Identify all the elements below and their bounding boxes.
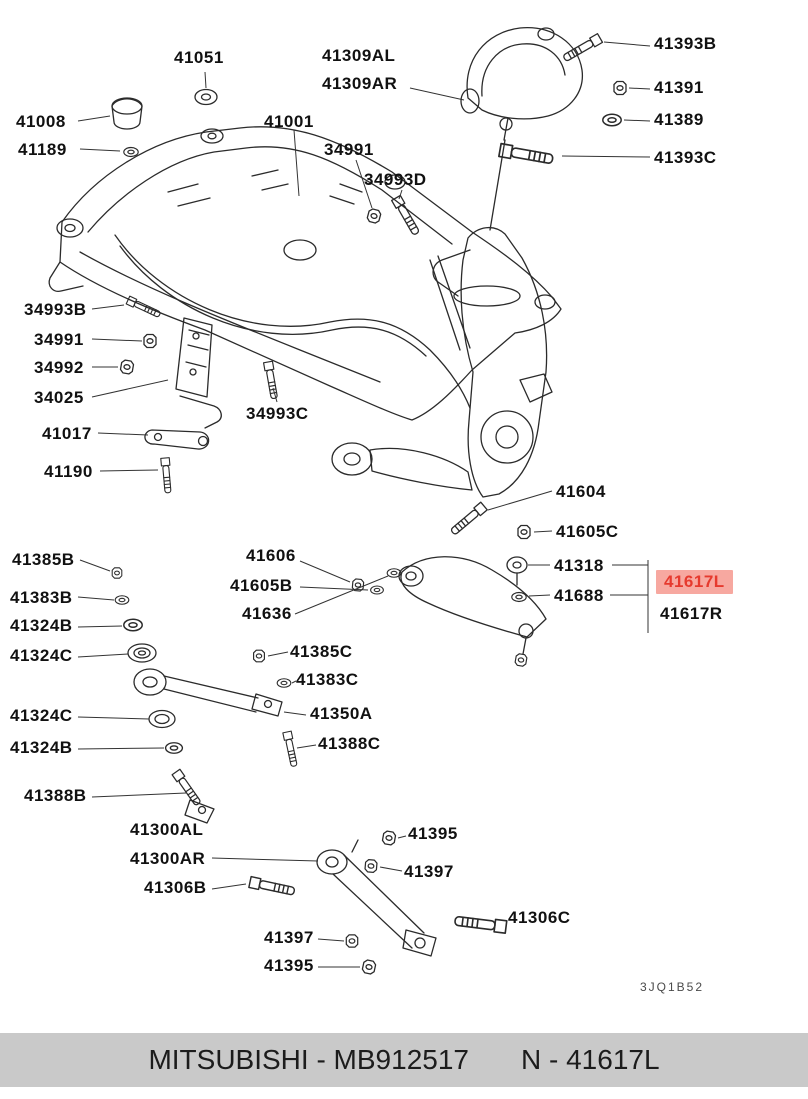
part-label-41318: 41318 (554, 556, 604, 575)
part-label-41688: 41688 (554, 586, 604, 605)
part-label-34992: 34992 (34, 358, 84, 377)
part-label-41383c: 41383C (296, 670, 359, 689)
footer-brand-part: MITSUBISHI - MB912517 (148, 1044, 469, 1075)
part-label-41393b: 41393B (654, 34, 717, 53)
part-label-41397-2: 41397 (264, 928, 314, 947)
part-label-34993c: 34993C (246, 404, 309, 423)
part-label-41190: 41190 (44, 462, 93, 481)
part-label-41300ar: 41300AR (130, 849, 206, 868)
part-label-41306c: 41306C (508, 908, 571, 927)
part-label-41395-2: 41395 (264, 956, 314, 975)
part-label-41636: 41636 (242, 604, 292, 623)
part-label-41306b: 41306B (144, 878, 207, 897)
part-label-34993b: 34993B (24, 300, 87, 319)
part-label-41017: 41017 (42, 424, 92, 443)
part-label-41309ar: 41309AR (322, 74, 398, 93)
part-label-41001: 41001 (264, 112, 314, 131)
part-label-41389: 41389 (654, 110, 704, 129)
part-label-41391: 41391 (654, 78, 704, 97)
part-label-41324b: 41324B (10, 616, 73, 635)
part-label-41324c-2: 41324C (10, 706, 73, 725)
part-label-41383b: 41383B (10, 588, 73, 607)
part-label-41605c: 41605C (556, 522, 619, 541)
part-label-41388b: 41388B (24, 786, 87, 805)
part-label-41395: 41395 (408, 824, 458, 843)
part-label-41051: 41051 (174, 48, 224, 67)
part-label-41385c: 41385C (290, 642, 353, 661)
part-label-34991-2: 34991 (34, 330, 84, 349)
part-label-41604: 41604 (556, 482, 606, 501)
diagram-reference-code: 3JQ1B52 (640, 980, 705, 994)
part-label-41008: 41008 (16, 112, 66, 131)
part-label-41605b: 41605B (230, 576, 293, 595)
part-label-41385b: 41385B (12, 550, 75, 569)
part-label-34025: 34025 (34, 388, 84, 407)
part-label-41388c: 41388C (318, 734, 381, 753)
part-label-41606: 41606 (246, 546, 296, 565)
part-label-34993d: 34993D (364, 170, 427, 189)
part-label-41350a: 41350A (310, 704, 373, 723)
part-label-41397: 41397 (404, 862, 454, 881)
part-label-41300al: 41300AL (130, 820, 204, 839)
part-label-41309al: 41309AL (322, 46, 396, 65)
part-label-41189: 41189 (18, 140, 67, 159)
footer-selected-part: N - 41617L (521, 1044, 660, 1075)
part-label-41393c: 41393C (654, 148, 717, 167)
part-label-34991: 34991 (324, 140, 374, 159)
footer-bar: MITSUBISHI - MB912517 N - 41617L (0, 1033, 808, 1087)
part-label-highlight: 41617L (656, 570, 733, 594)
part-label-41617r: 41617R (660, 604, 723, 623)
part-label-41324b-2: 41324B (10, 738, 73, 757)
part-label-41324c: 41324C (10, 646, 73, 665)
